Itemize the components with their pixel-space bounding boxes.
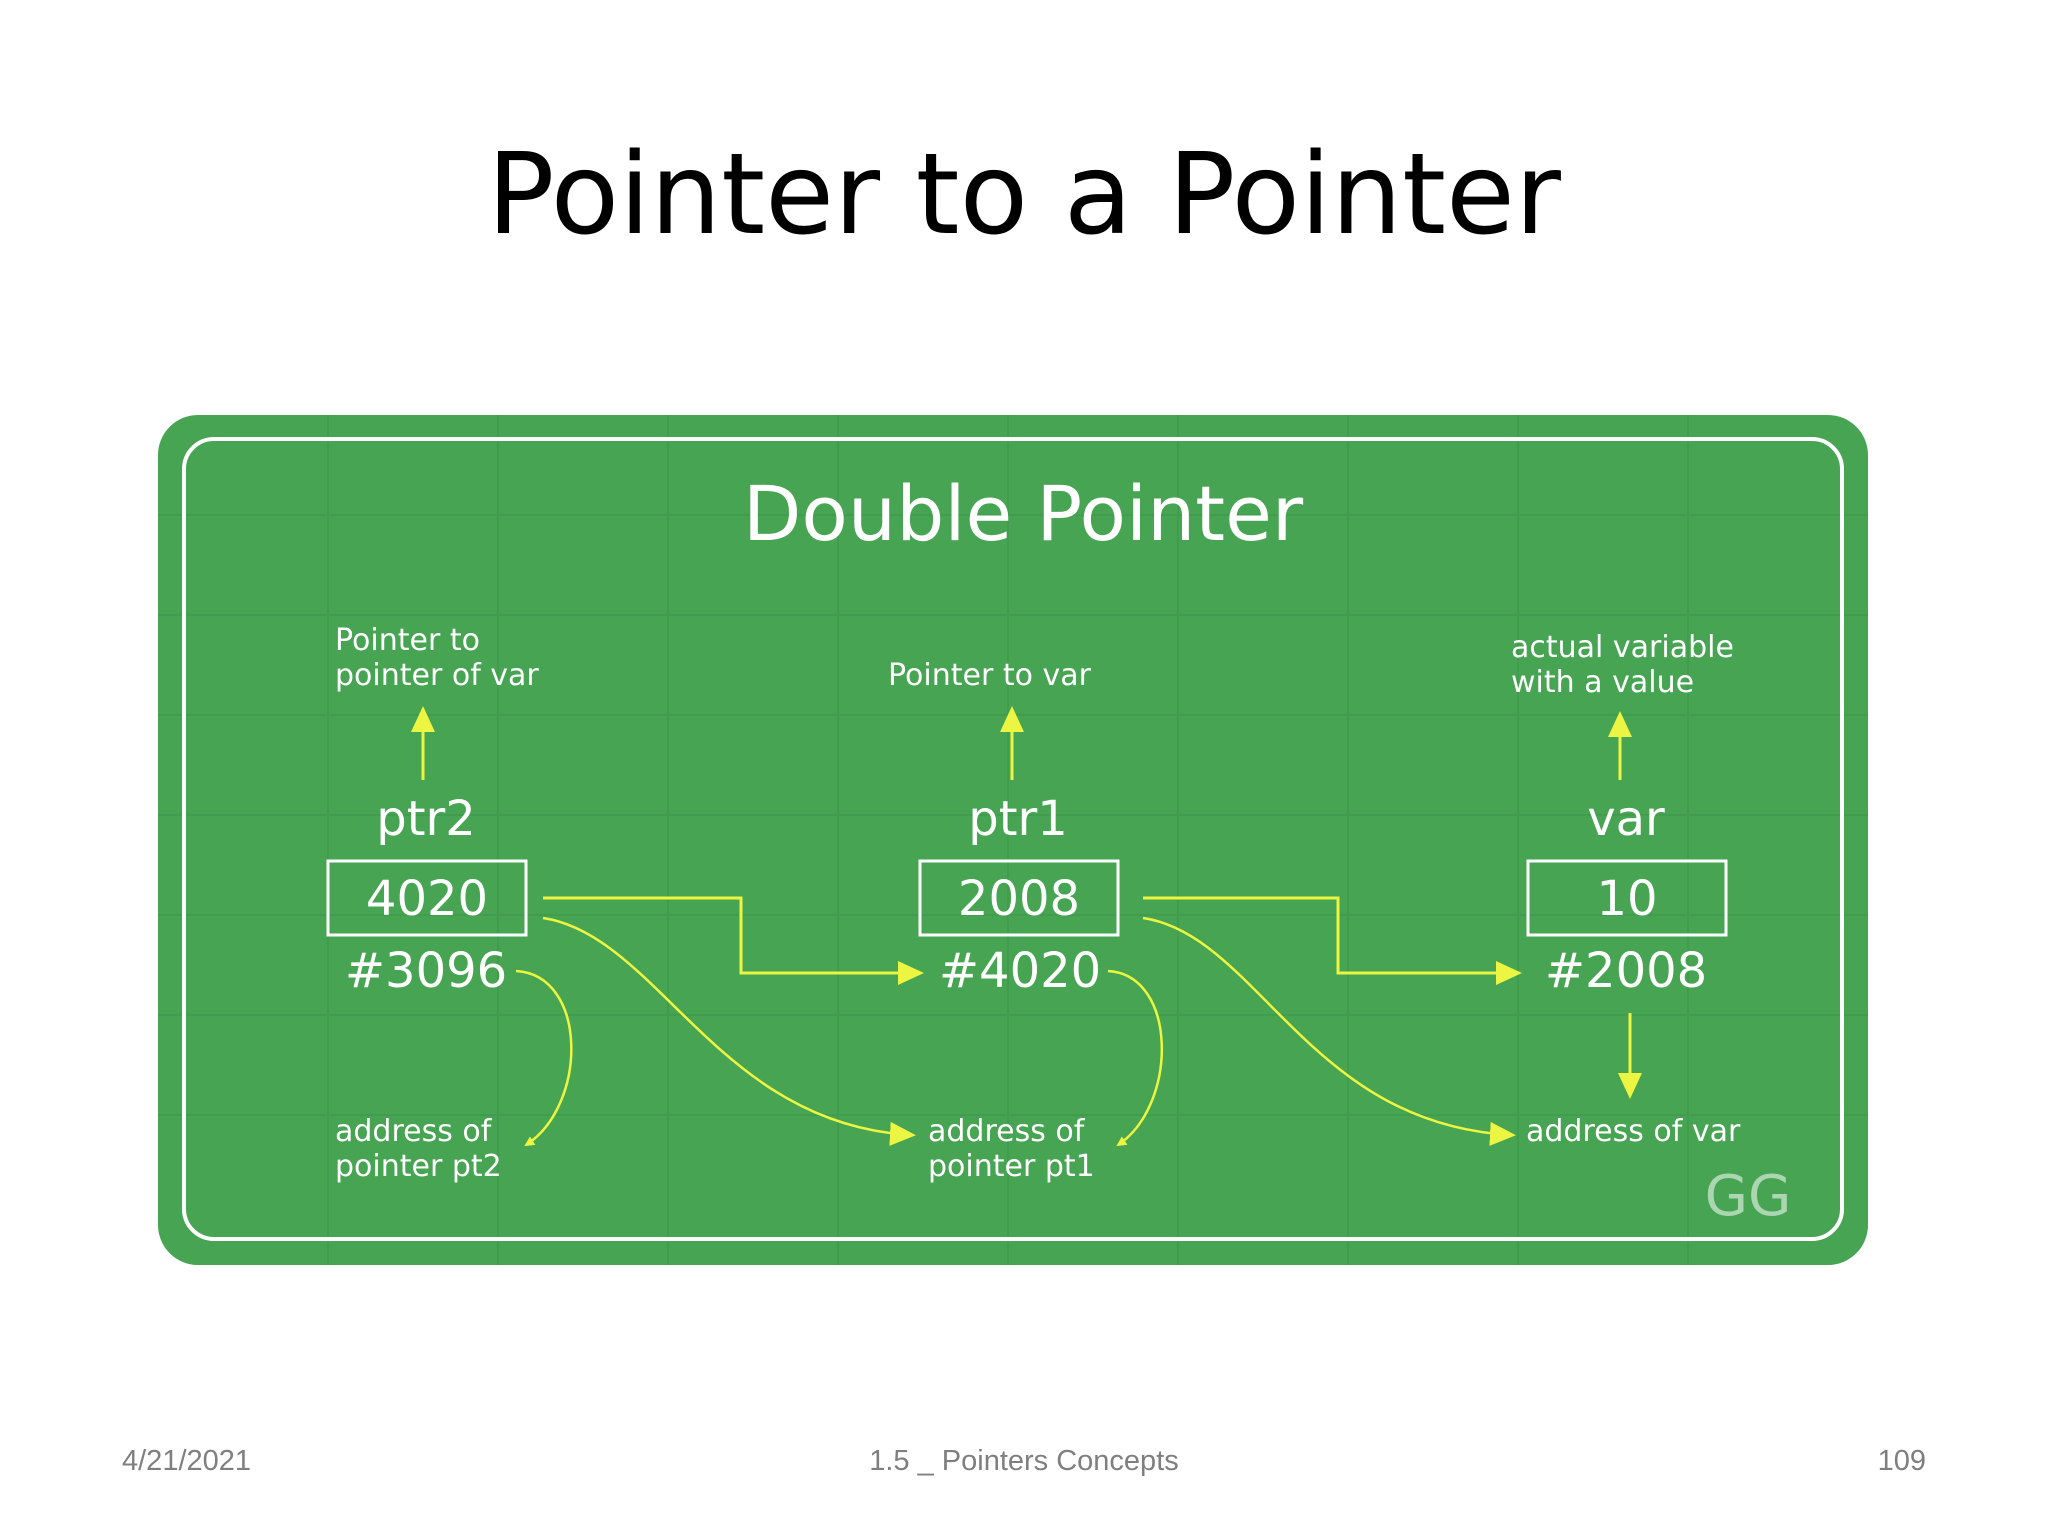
footer-page-number: 109 (1877, 1445, 1926, 1477)
double-pointer-diagram: Double Pointer Pointer to pointer of var… (158, 415, 1868, 1265)
diagram-background (158, 415, 1868, 1265)
ptr2-value: 4020 (366, 871, 488, 927)
diagram-title: Double Pointer (743, 469, 1304, 558)
ptr2-name: ptr2 (376, 791, 476, 847)
var-description-line2: with a value (1511, 665, 1694, 700)
ptr2-description-line2: pointer of var (335, 658, 539, 693)
logo-watermark: GG (1705, 1164, 1792, 1229)
ptr2-address-note-line2: pointer pt2 (335, 1149, 502, 1184)
slide-title: Pointer to a Pointer (487, 130, 1561, 260)
node-var: actual variable with a value var 10 #200… (1511, 630, 1741, 1149)
ptr2-to-ptr1-note-curve (542, 916, 916, 1146)
ptr1-value: 2008 (958, 871, 1080, 927)
var-name: var (1587, 791, 1665, 847)
ptr2-description-line1: Pointer to (335, 623, 480, 658)
node-ptr2: Pointer to pointer of var ptr2 4020 #309… (326, 623, 573, 1184)
ptr1-address: #4020 (939, 943, 1101, 999)
var-description-line1: actual variable (1511, 630, 1734, 665)
footer-date: 4/21/2021 (122, 1445, 252, 1477)
ptr2-address-curve (515, 969, 573, 1147)
ptr1-address-curve (1107, 969, 1164, 1147)
ptr2-address-note-line1: address of (335, 1114, 493, 1149)
ptr2-address: #3096 (345, 943, 507, 999)
ptr1-to-var-address-arrow (1143, 896, 1522, 985)
var-address-note-line1: address of var (1526, 1114, 1741, 1149)
diagram-canvas: Double Pointer Pointer to pointer of var… (158, 415, 1868, 1265)
var-value: 10 (1596, 871, 1657, 927)
ptr1-name: ptr1 (968, 791, 1068, 847)
ptr1-address-note-line1: address of (928, 1114, 1086, 1149)
ptr2-value-box (326, 859, 528, 937)
ptr1-description-line1: Pointer to var (888, 658, 1092, 693)
diagram-border (182, 437, 1844, 1241)
background-grid (158, 415, 1868, 1265)
ptr1-address-note-line2: pointer pt1 (928, 1149, 1095, 1184)
node-ptr1: Pointer to var ptr1 2008 #4020 address o… (888, 658, 1164, 1184)
var-value-box (1526, 859, 1728, 937)
ptr1-value-box (918, 859, 1120, 937)
var-address: #2008 (1545, 943, 1707, 999)
footer-title: 1.5 _ Pointers Concepts (869, 1445, 1179, 1477)
ptr2-to-ptr1-address-arrow (543, 896, 924, 985)
ptr1-to-var-note-curve (1142, 916, 1516, 1146)
